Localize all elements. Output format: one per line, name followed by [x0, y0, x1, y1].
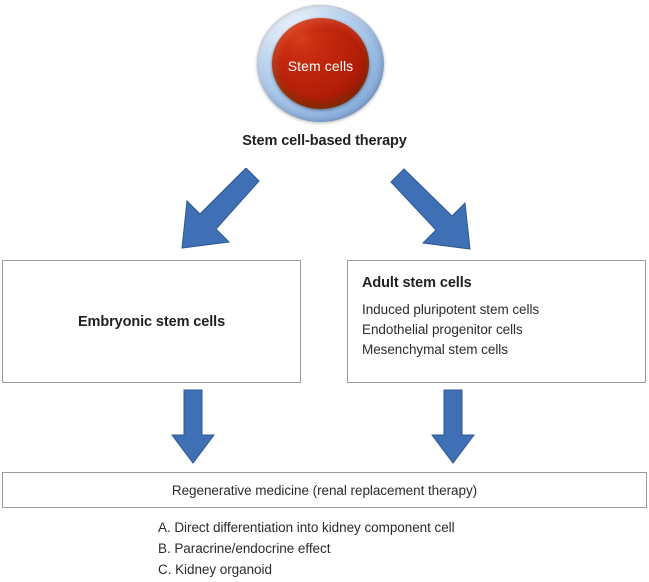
adult-stem-cells-list: Induced pluripotent stem cells Endotheli…: [362, 300, 645, 360]
list-item: B. Paracrine/endocrine effect: [158, 541, 331, 556]
adult-stem-cells-title: Adult stem cells: [362, 275, 472, 291]
adult-stem-cells-box: Adult stem cells Induced pluripotent ste…: [347, 260, 646, 383]
stem-cell-label: Stem cells: [287, 57, 354, 74]
embryonic-stem-cells-title: Embryonic stem cells: [77, 313, 226, 330]
stem-cell-nucleus: Stem cells: [272, 18, 369, 109]
list-item: C. Kidney organoid: [158, 562, 272, 577]
arrow-to-embryonic-icon: [180, 168, 260, 250]
outcome-list: A. Direct differentiation into kidney co…: [158, 517, 455, 580]
arrow-adult-to-outcome-icon: [430, 389, 476, 465]
embryonic-stem-cells-box: Embryonic stem cells: [2, 260, 301, 383]
list-item: Mesenchymal stem cells: [362, 342, 508, 357]
stem-cell-based-therapy-caption: Stem cell-based therapy: [242, 133, 407, 149]
list-item: Endothelial progenitor cells: [362, 322, 523, 337]
arrow-embryonic-to-outcome-icon: [170, 389, 216, 465]
list-item: A. Direct differentiation into kidney co…: [158, 520, 455, 535]
stem-cell-node: Stem cells: [257, 5, 384, 122]
regenerative-medicine-title: Regenerative medicine (renal replacement…: [171, 482, 478, 498]
list-item: Induced pluripotent stem cells: [362, 302, 540, 317]
arrow-to-adult-icon: [390, 168, 480, 250]
regenerative-medicine-box: Regenerative medicine (renal replacement…: [2, 472, 647, 508]
